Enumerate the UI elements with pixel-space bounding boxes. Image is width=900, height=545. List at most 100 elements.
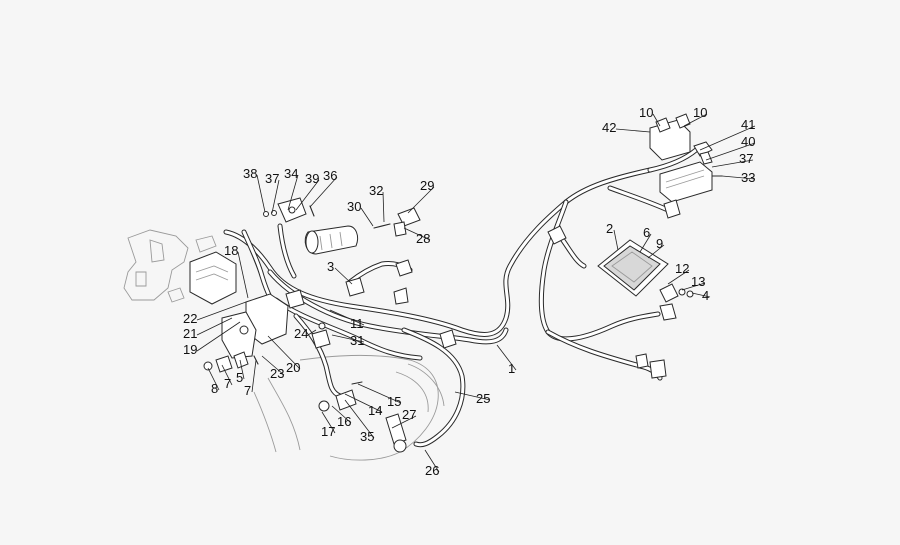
callout-leader-line xyxy=(329,309,365,326)
callout-leader-line xyxy=(699,125,756,151)
callout-leader-line xyxy=(357,383,402,404)
callout-number: 33 xyxy=(741,170,755,185)
callout-leader-line xyxy=(221,364,233,386)
callout-number: 20 xyxy=(286,360,300,375)
callout-number: 28 xyxy=(416,231,430,246)
callout-leader-line xyxy=(691,292,711,298)
callout-number: 18 xyxy=(224,243,238,258)
relay-29 xyxy=(373,207,421,237)
callout-number: 10 xyxy=(639,105,653,120)
callout-leader-line xyxy=(721,175,756,180)
callout-leader-line xyxy=(382,191,385,223)
callout-leader-line xyxy=(271,179,280,214)
callout-leader-line xyxy=(196,317,233,336)
callout-number: 10 xyxy=(693,105,707,120)
callout-leader-line xyxy=(391,415,417,429)
callout-leader-line xyxy=(251,359,257,393)
callout-leader-line xyxy=(652,113,661,127)
callout-leader-line xyxy=(334,267,353,285)
callout-leader-line xyxy=(261,355,285,376)
callout-number: 4 xyxy=(702,288,709,303)
callout-leader-line xyxy=(331,405,352,424)
callout-number: 37 xyxy=(739,151,753,166)
callout-leader-line xyxy=(287,174,299,211)
callout-number: 30 xyxy=(347,199,361,214)
callout-leader-line xyxy=(196,321,241,352)
voltage-regulator-module xyxy=(659,161,713,219)
callout-leader-line xyxy=(667,269,690,285)
callout-number: 27 xyxy=(402,407,416,422)
callout-number: 7 xyxy=(224,376,231,391)
callout-leader-line xyxy=(403,227,431,241)
callout-number: 12 xyxy=(675,261,689,276)
callout-leader-line xyxy=(407,186,435,214)
ecu-control-unit-2 xyxy=(597,239,669,297)
callout-leader-line xyxy=(360,207,374,227)
sensor-24-31 xyxy=(311,322,331,349)
callout-number: 35 xyxy=(360,429,374,444)
sensor-bracket-34 xyxy=(263,197,315,223)
callout-number: 13 xyxy=(691,274,705,289)
callout-leader-line xyxy=(615,128,651,133)
sensor-14-27 xyxy=(318,381,407,453)
callout-leader-line xyxy=(424,449,440,473)
callout-leader-line xyxy=(237,251,249,299)
callout-leader-line xyxy=(207,367,220,391)
callout-number: 5 xyxy=(236,370,243,385)
callout-leader-line xyxy=(309,176,338,208)
callout-leader-line xyxy=(295,179,320,211)
callout-leader-line xyxy=(267,335,301,370)
callout-number: 15 xyxy=(387,394,401,409)
callout-number: 2 xyxy=(606,221,613,236)
callout-number: 23 xyxy=(270,366,284,381)
callout-leader-line xyxy=(711,159,754,168)
callout-number: 31 xyxy=(350,333,364,348)
callout-leader-line xyxy=(613,229,619,251)
callout-number: 11 xyxy=(350,316,364,331)
callout-leader-line xyxy=(647,244,665,259)
callout-number: 8 xyxy=(211,381,218,396)
callout-number: 26 xyxy=(425,463,439,478)
connector-plugs xyxy=(285,225,567,349)
callout-number: 38 xyxy=(243,166,257,181)
callout-number: 37 xyxy=(265,171,279,186)
callout-leader-line xyxy=(454,391,491,401)
callout-leader-line xyxy=(344,399,375,439)
callout-leader-line xyxy=(196,301,247,321)
ignition-coil-18 xyxy=(189,251,237,305)
callout-number: 7 xyxy=(244,383,251,398)
callout-leader-line xyxy=(331,334,365,343)
fuel-pump-3 xyxy=(304,225,359,255)
callout-leader-line xyxy=(321,411,336,434)
callout-number: 25 xyxy=(476,391,490,406)
callout-leader-line xyxy=(683,113,708,127)
callout-number: 34 xyxy=(284,166,298,181)
callout-number: 14 xyxy=(368,403,382,418)
callout-number: 1 xyxy=(508,361,515,376)
frame-outline-background xyxy=(123,229,445,461)
callout-number: 9 xyxy=(656,236,663,251)
callout-number: 36 xyxy=(323,168,337,183)
callout-number: 40 xyxy=(741,134,755,149)
callout-leader-line xyxy=(344,393,383,413)
callout-number: 6 xyxy=(643,225,650,240)
callout-leader-line xyxy=(681,282,706,291)
callout-leader-line xyxy=(705,142,756,161)
callout-number: 39 xyxy=(305,171,319,186)
callout-number: 17 xyxy=(321,424,335,439)
callout-leader-line xyxy=(639,233,652,253)
callout-number: 21 xyxy=(183,326,197,341)
callout-number: 41 xyxy=(741,117,755,132)
connector-cluster-12-13 xyxy=(635,283,694,379)
fasteners-5-7-8 xyxy=(203,351,259,373)
callout-leader-line xyxy=(307,329,317,336)
callout-number: 32 xyxy=(369,183,383,198)
callout-number: 42 xyxy=(602,120,616,135)
callout-number: 24 xyxy=(294,326,308,341)
callout-number: 16 xyxy=(337,414,351,429)
callout-number: 29 xyxy=(420,178,434,193)
callout-number: 22 xyxy=(183,311,197,326)
